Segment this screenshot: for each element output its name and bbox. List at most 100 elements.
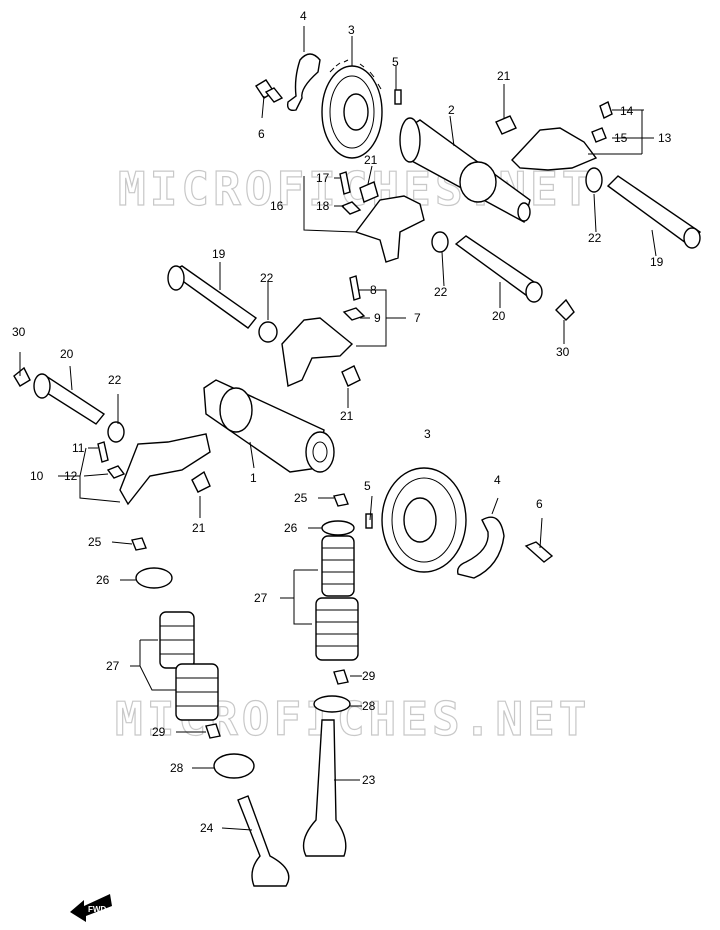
lock-nut-9 (342, 307, 366, 321)
label-28-right: 28 (362, 699, 376, 713)
label-22-b: 22 (434, 285, 448, 299)
label-16: 16 (270, 199, 284, 213)
washer-22-b (431, 231, 449, 253)
pad-21-d (191, 470, 211, 493)
fwd-arrow-icon: FWD (70, 894, 112, 922)
label-29-right: 29 (362, 669, 376, 683)
label-25-right: 25 (294, 491, 308, 505)
camshaft-top (399, 117, 531, 224)
label-27-right: 27 (254, 591, 268, 605)
label-28-left: 28 (170, 761, 184, 775)
label-30-left: 30 (12, 325, 26, 339)
label-26-right: 26 (284, 521, 298, 535)
label-24: 24 (200, 821, 214, 835)
washer-22-a (585, 167, 603, 193)
label-10: 10 (30, 469, 44, 483)
label-12: 12 (64, 469, 78, 483)
retainer-plate-bottom (456, 516, 505, 579)
cap-30-left (13, 366, 31, 387)
label-7: 7 (414, 311, 421, 325)
label-19-right: 19 (650, 255, 664, 269)
label-22-c: 22 (260, 271, 274, 285)
label-1: 1 (250, 471, 257, 485)
adjust-screw-11 (97, 441, 109, 463)
cap-30-right (555, 298, 575, 321)
adjust-screw-8 (349, 275, 361, 301)
label-4-bottom: 4 (494, 473, 501, 487)
label-27-left: 27 (106, 659, 120, 673)
label-6-top: 6 (258, 127, 265, 141)
label-21-a: 21 (497, 69, 511, 83)
label-3-top: 3 (348, 23, 355, 37)
label-13: 13 (658, 131, 672, 145)
rocker-arm-7 (281, 317, 354, 388)
camshaft-middle (203, 379, 335, 473)
valve-spring-27-right (315, 535, 359, 661)
label-11: 11 (72, 441, 85, 455)
valve-spring-27-left (159, 611, 219, 721)
valve-24 (237, 795, 290, 887)
label-5-top: 5 (392, 55, 399, 69)
spring-seat-28-left (213, 753, 255, 779)
label-2: 2 (448, 103, 455, 117)
label-23: 23 (362, 773, 376, 787)
lock-nut-12 (106, 465, 126, 479)
adjust-screw-14 (599, 101, 613, 119)
spring-seat-28-right (313, 695, 351, 713)
bolt-top (255, 79, 284, 103)
spring-retainer-26-right (321, 520, 355, 536)
rocker-arm-10 (119, 433, 211, 506)
label-8: 8 (370, 283, 377, 297)
cam-sprocket-bottom (381, 467, 467, 573)
label-3-bottom: 3 (424, 427, 431, 441)
label-25-left: 25 (88, 535, 102, 549)
label-5-bottom: 5 (364, 479, 371, 493)
adjust-screw-17 (339, 171, 351, 195)
label-22-a: 22 (588, 231, 602, 245)
label-20-right: 20 (492, 309, 506, 323)
label-19-left: 19 (212, 247, 226, 261)
label-15: 15 (614, 131, 628, 145)
part-labels: 4 3 5 2 21 6 14 15 13 21 17 16 18 22 19 … (12, 9, 672, 835)
bolt-bottom (524, 541, 554, 563)
label-20-left: 20 (60, 347, 74, 361)
valve-cotter-25-left (131, 537, 147, 551)
label-9: 9 (374, 311, 381, 325)
spring-retainer-26-left (135, 567, 173, 589)
rocker-arm-13 (511, 127, 598, 171)
dowel-pin-top (394, 89, 402, 105)
label-26-left: 26 (96, 573, 110, 587)
label-21-b: 21 (364, 153, 378, 167)
leader-lines (19, 26, 657, 831)
pad-21-b (359, 181, 379, 203)
label-22-d: 22 (108, 373, 122, 387)
oil-seal-29-right (333, 669, 349, 685)
label-30-right: 30 (556, 345, 570, 359)
pad-21-a (495, 115, 517, 135)
label-6-bottom: 6 (536, 497, 543, 511)
label-21-c: 21 (340, 409, 354, 423)
rocker-shaft-19-right-end (683, 227, 701, 249)
washer-22-c (258, 321, 278, 343)
rocker-shaft-19-left-end (167, 265, 185, 291)
washer-22-d (107, 421, 125, 443)
label-17: 17 (316, 171, 330, 185)
dowel-pin-bottom (365, 513, 373, 529)
lock-nut-15 (591, 127, 607, 143)
label-29-left: 29 (152, 725, 166, 739)
fwd-label: FWD (88, 905, 106, 914)
rocker-shaft-19-right (606, 175, 701, 247)
label-21-d: 21 (192, 521, 206, 535)
lock-nut-18 (340, 201, 362, 215)
cam-sprocket-top (321, 59, 383, 159)
retainer-plate-top (286, 53, 321, 112)
valve-cotter-25-right (333, 493, 349, 507)
pad-21-c (341, 365, 361, 387)
valve-23 (302, 719, 347, 857)
rocker-shaft-20-left-end (33, 373, 51, 399)
label-4-top: 4 (300, 9, 307, 23)
label-14: 14 (620, 104, 634, 118)
label-18: 18 (316, 199, 330, 213)
rocker-arm-16 (354, 195, 425, 263)
